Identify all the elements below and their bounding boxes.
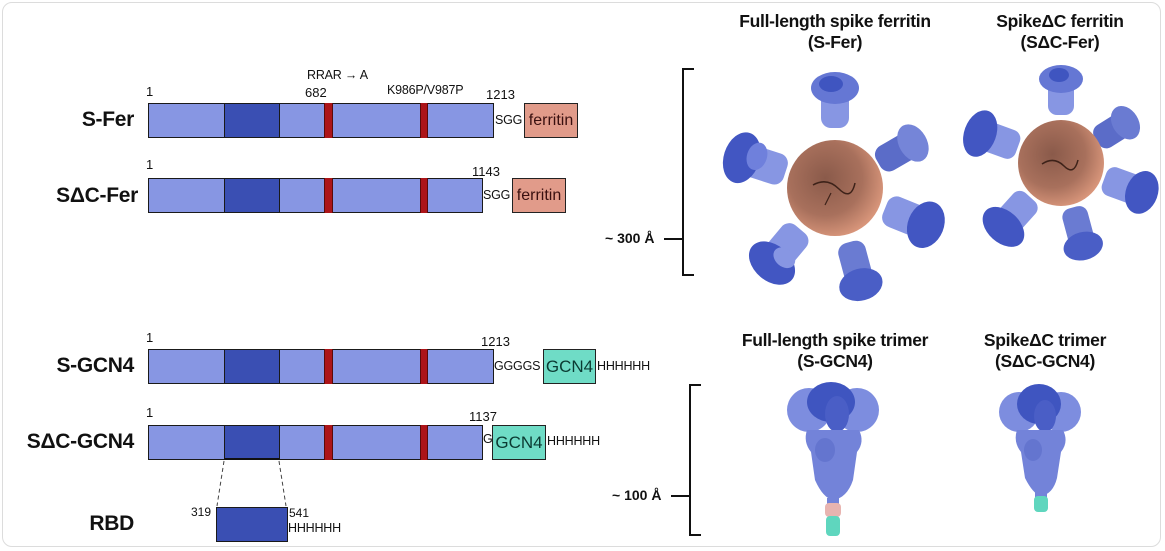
linker-label: SGG: [483, 188, 511, 202]
proline-mutation-marker: [420, 178, 428, 213]
title-line: SpikeΔC trimer: [983, 330, 1107, 350]
scale-tick: [664, 238, 683, 240]
title-line: SpikeΔC ferritin: [996, 11, 1124, 31]
end-residue: 1213: [486, 87, 515, 102]
rbd-domain: [224, 349, 280, 384]
furin-mutation-marker: [324, 103, 333, 138]
construct-label: SΔC-GCN4: [26, 430, 135, 453]
proline-mutation-label: K986P/V987P: [387, 83, 464, 97]
rbd-domain: [224, 425, 280, 460]
spike-bar: [148, 425, 483, 460]
s-fer-nanoparticle-image: [722, 72, 945, 302]
scale-label-100: ~ 100 Å: [612, 487, 662, 503]
furin-mutation-marker: [324, 425, 333, 460]
start-residue: 1: [146, 330, 154, 345]
gcn4-tag: GCN4: [492, 425, 546, 460]
structure-title-s-fer: Full-length spike ferritin (S-Fer): [705, 11, 965, 53]
end-residue: 1213: [481, 334, 510, 349]
title-line: Full-length spike ferritin: [739, 11, 931, 31]
title-line: Full-length spike trimer: [741, 330, 929, 350]
spike-bar: [148, 178, 483, 213]
scale-label-300: ~ 300 Å: [605, 230, 655, 246]
spike-bar: [148, 103, 494, 138]
start-residue: 1: [146, 405, 154, 420]
scale-bracket-300: [682, 68, 694, 276]
spike-bar: [148, 349, 494, 384]
furin-mutation-marker: [324, 178, 333, 213]
furin-mutation-marker: [324, 349, 333, 384]
his-tag: HHHHHH: [288, 521, 341, 535]
proline-mutation-marker: [420, 103, 428, 138]
title-line: (SΔC-Fer): [1020, 32, 1100, 52]
title-line: (SΔC-GCN4): [995, 351, 1095, 371]
structure-title-s-gcn4: Full-length spike trimer (S-GCN4): [705, 330, 965, 372]
start-residue: 319: [191, 505, 212, 519]
construct-label: S-Fer: [81, 108, 134, 131]
title-line: (S-GCN4): [797, 351, 873, 371]
construct-label: RBD: [89, 512, 134, 535]
end-residue: 1137: [469, 409, 497, 424]
sdc-fer-nanoparticle-image: [963, 65, 1159, 261]
his-tag: HHHHHH: [597, 359, 650, 373]
linker-label: GGGGS: [494, 359, 541, 373]
proline-mutation-marker: [420, 349, 428, 384]
furin-site-label: RRAR → A: [307, 68, 368, 82]
rbd-bar: [216, 507, 288, 542]
his-tag: HHHHHH: [547, 434, 600, 448]
rbd-domain: [224, 178, 280, 213]
ferritin-tag: ferritin: [512, 178, 566, 213]
end-residue: 1143: [472, 164, 500, 179]
linker-label: SGG: [495, 113, 523, 127]
rbd-domain: [224, 103, 280, 138]
s-gcn4-trimer-image: [787, 382, 879, 536]
end-residue: 541: [289, 506, 310, 520]
structure-title-sdc-fer: SpikeΔC ferritin (SΔC-Fer): [960, 11, 1160, 53]
furin-position-label: 682: [305, 85, 327, 100]
construct-label: SΔC-Fer: [56, 184, 138, 207]
linker-label: G: [483, 432, 493, 446]
construct-label: S-GCN4: [56, 354, 134, 377]
scale-bracket-100: [689, 384, 701, 536]
title-line: (S-Fer): [807, 32, 863, 52]
ferritin-tag: ferritin: [524, 103, 578, 138]
sdc-gcn4-trimer-image: [999, 384, 1081, 512]
start-residue: 1: [146, 84, 154, 99]
proline-mutation-marker: [420, 425, 428, 460]
structure-title-sdc-gcn4: SpikeΔC trimer (SΔC-GCN4): [955, 330, 1135, 372]
gcn4-tag: GCN4: [543, 349, 596, 384]
start-residue: 1: [146, 157, 154, 172]
scale-tick: [671, 495, 690, 497]
